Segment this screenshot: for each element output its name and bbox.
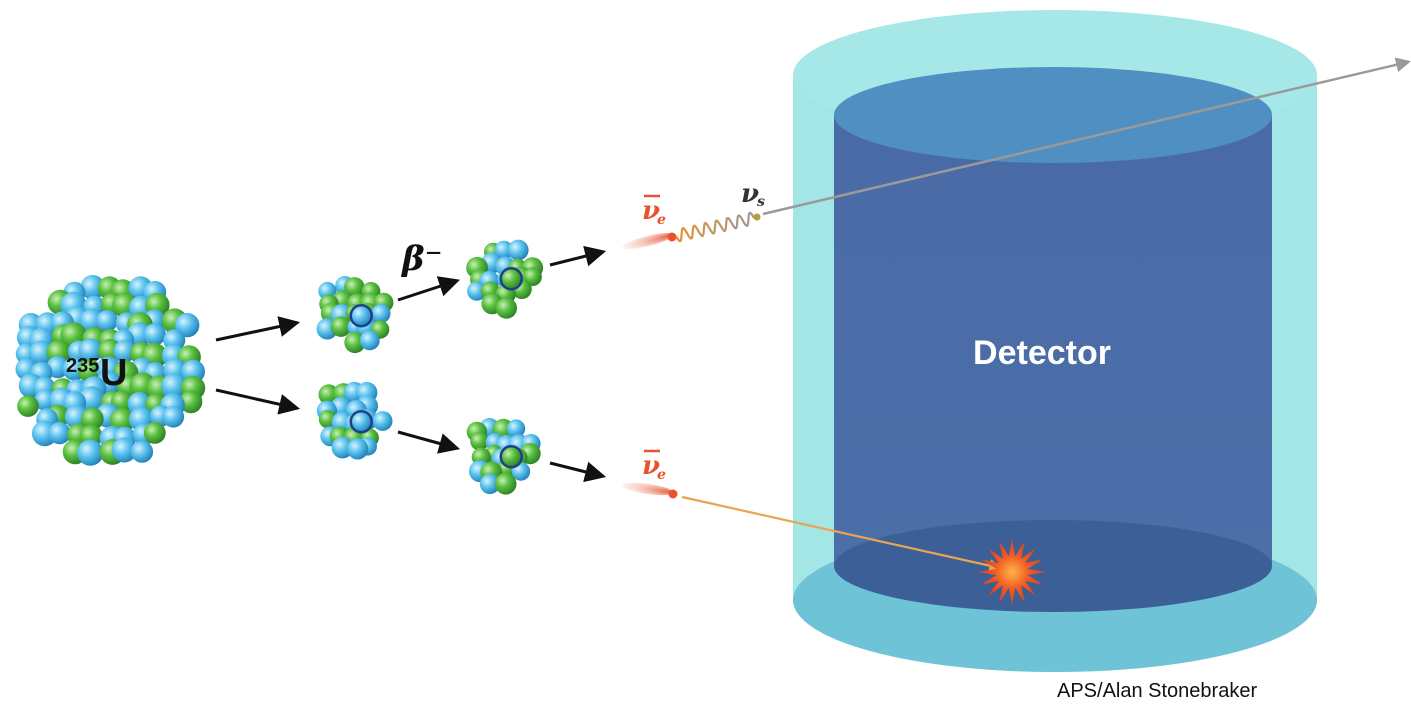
nucleon (371, 304, 391, 323)
nucleon (344, 277, 365, 298)
nucleon (17, 395, 39, 417)
nucleon (507, 239, 529, 261)
arrow-fission-lower (215, 388, 301, 415)
fission-fragment-lower (316, 381, 393, 460)
antineutrino-subscript-lower: e (657, 467, 666, 483)
arrow-emit-lower (549, 461, 607, 483)
decaying-nucleon (349, 409, 373, 434)
nucleon (77, 439, 104, 466)
element-symbol: U (100, 352, 127, 394)
nucleon (179, 390, 203, 414)
arrow-beta-upper (397, 276, 460, 302)
sterile-neutrino-track (762, 57, 1411, 216)
detector-label: Detector (973, 334, 1111, 372)
nucleon (494, 473, 517, 495)
oscillation-path: ν e ν s (622, 57, 1411, 249)
sterile-neutrino-subscript: s (757, 194, 765, 210)
antineutrino-trail-upper (622, 233, 674, 249)
nucleon (113, 340, 136, 363)
fission-fragment-upper (316, 276, 394, 354)
nucleon (143, 422, 166, 444)
nucleon (78, 338, 103, 363)
nucleon (130, 440, 154, 463)
sterile-neutrino-particle (753, 213, 761, 221)
detector-inner-bottom (834, 520, 1272, 612)
nucleon (470, 431, 489, 451)
antineutrino-symbol-lower: ν (642, 451, 660, 481)
nucleon (467, 281, 487, 301)
nucleon (48, 422, 71, 445)
arrow-emit-upper (549, 245, 607, 267)
antineutrino-trail-lower (622, 482, 674, 496)
nucleon (143, 323, 166, 346)
daughter-nucleus-upper (466, 239, 544, 319)
image-credit: APS/Alan Stonebraker (1057, 680, 1258, 702)
nucleon (162, 406, 185, 428)
nucleon (479, 474, 500, 494)
antineutrino-particle-lower (668, 489, 678, 499)
antineutrino-particle-upper (667, 232, 677, 242)
detector-inner-top (834, 67, 1272, 163)
uranium-235-label: 235 U (66, 352, 127, 394)
nucleon (330, 316, 352, 337)
oscillation-wave (675, 211, 755, 243)
nucleon (111, 437, 137, 463)
nucleon (80, 407, 104, 431)
nucleon (495, 297, 517, 319)
arrow-fission-upper (215, 316, 301, 342)
nucleon (96, 310, 118, 332)
nucleon (80, 275, 105, 300)
sterile-neutrino-symbol: ν (741, 179, 759, 209)
nucleon (79, 308, 104, 333)
antineutrino-track-lower (681, 495, 1003, 573)
nucleon (347, 438, 369, 460)
antineutrino-subscript-upper: e (657, 212, 666, 228)
daughter-nucleus-lower (466, 418, 541, 495)
detection-path: ν e (622, 449, 1046, 606)
nucleon (29, 340, 54, 366)
uranium-235-nucleus (15, 275, 206, 466)
nucleon (494, 240, 514, 260)
detector: Detector (793, 10, 1317, 672)
detector-inner-body (834, 115, 1272, 565)
nucleon (506, 419, 526, 438)
nucleon (161, 373, 187, 399)
beta-minus-label: β⁻ (400, 239, 443, 279)
decay-arrows (215, 245, 607, 483)
nucleon (359, 330, 380, 351)
nucleon (344, 331, 366, 354)
arrow-beta-lower (397, 430, 461, 454)
mass-number: 235 (66, 355, 99, 377)
decaying-nucleon (349, 303, 373, 328)
decaying-nucleon (499, 444, 523, 469)
nuclei (15, 239, 544, 495)
antineutrino-symbol-upper: ν (642, 196, 660, 226)
interaction-flash-icon (978, 538, 1046, 606)
decaying-nucleon (499, 266, 523, 291)
nucleon (372, 411, 393, 431)
nucleon (175, 312, 200, 338)
